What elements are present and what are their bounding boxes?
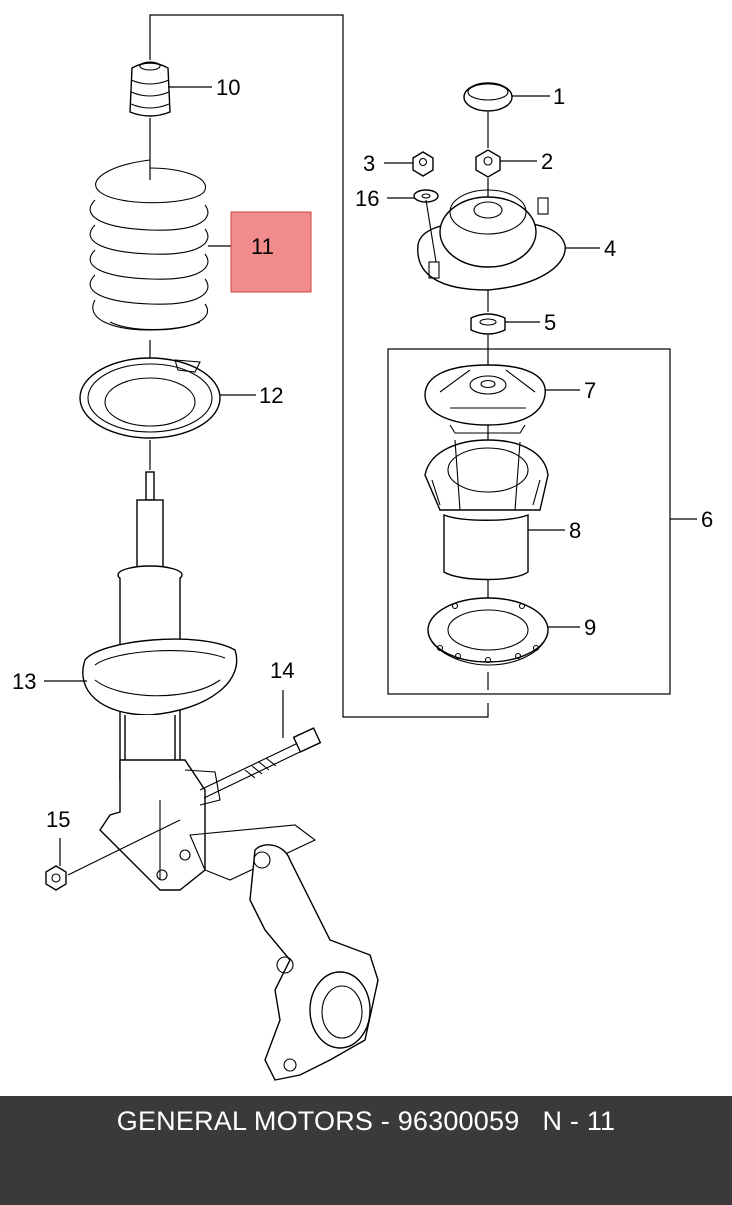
part-2-nut[interactable] — [475, 149, 537, 178]
part-9-lower-seat[interactable] — [427, 597, 580, 666]
steering-knuckle — [189, 824, 379, 1081]
part-1-dust-cap[interactable] — [463, 82, 550, 112]
callout-2: 2 — [541, 149, 553, 174]
callout-13: 13 — [12, 669, 36, 694]
callout-labels: 1 2 3 4 5 6 7 8 9 10 11 12 13 14 15 16 — [12, 75, 713, 832]
callout-5: 5 — [544, 310, 556, 335]
footer-bar: GENERAL MOTORS - 96300059 N - 11 — [0, 1096, 732, 1205]
callout-1: 1 — [553, 84, 565, 109]
strut-assembly-diagram: 1 2 3 4 5 6 7 8 9 10 11 12 13 14 15 16 — [12, 14, 713, 1081]
assembly-6-box — [387, 348, 671, 695]
callout-8: 8 — [569, 518, 581, 543]
part-14-bolt[interactable] — [199, 690, 322, 799]
callout-12: 12 — [259, 383, 283, 408]
callout-6: 6 — [701, 507, 713, 532]
part-5-bushing[interactable] — [470, 313, 540, 335]
part-8-dust-boot[interactable] — [424, 439, 565, 581]
callout-3: 3 — [363, 151, 375, 176]
connector-lines — [149, 14, 671, 718]
callout-7: 7 — [584, 378, 596, 403]
part-3-nut[interactable] — [384, 151, 434, 177]
footer-part-number: GENERAL MOTORS - 96300059 N - 11 — [116, 1106, 616, 1136]
part-11-coil-spring[interactable] — [89, 159, 209, 331]
part-13-shock-absorber[interactable] — [82, 471, 238, 891]
callout-10: 10 — [216, 75, 240, 100]
callout-15: 15 — [46, 807, 70, 832]
part-4-strut-mount[interactable] — [417, 189, 600, 291]
callout-9: 9 — [584, 615, 596, 640]
part-16-washer[interactable] — [387, 189, 439, 203]
callout-16: 16 — [355, 186, 379, 211]
part-7-bearing-plate[interactable] — [424, 364, 580, 434]
callout-14: 14 — [270, 658, 294, 683]
callout-11: 11 — [251, 234, 274, 259]
leader-lines — [44, 86, 256, 682]
highlight-box-part-11 — [230, 211, 312, 293]
part-10-bump-stop[interactable] — [129, 61, 171, 117]
part-12-spring-insulator[interactable] — [79, 357, 221, 439]
callout-4: 4 — [604, 236, 616, 261]
part-15-nut[interactable] — [45, 819, 181, 891]
